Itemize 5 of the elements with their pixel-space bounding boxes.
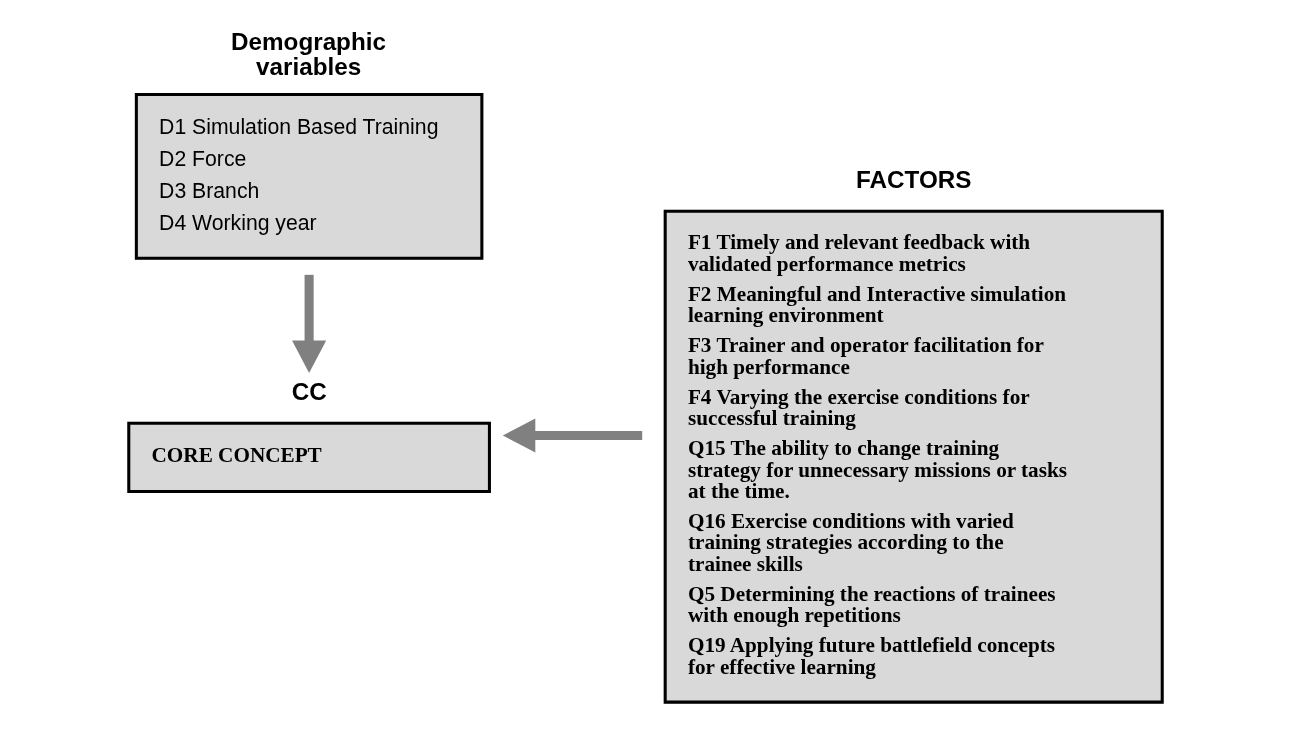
node-label: FACTORS: [856, 166, 972, 194]
node-label: Demographic variables: [231, 28, 386, 80]
arrow: [292, 274, 327, 374]
arrow: [502, 418, 643, 453]
node-label: CC: [291, 378, 327, 406]
